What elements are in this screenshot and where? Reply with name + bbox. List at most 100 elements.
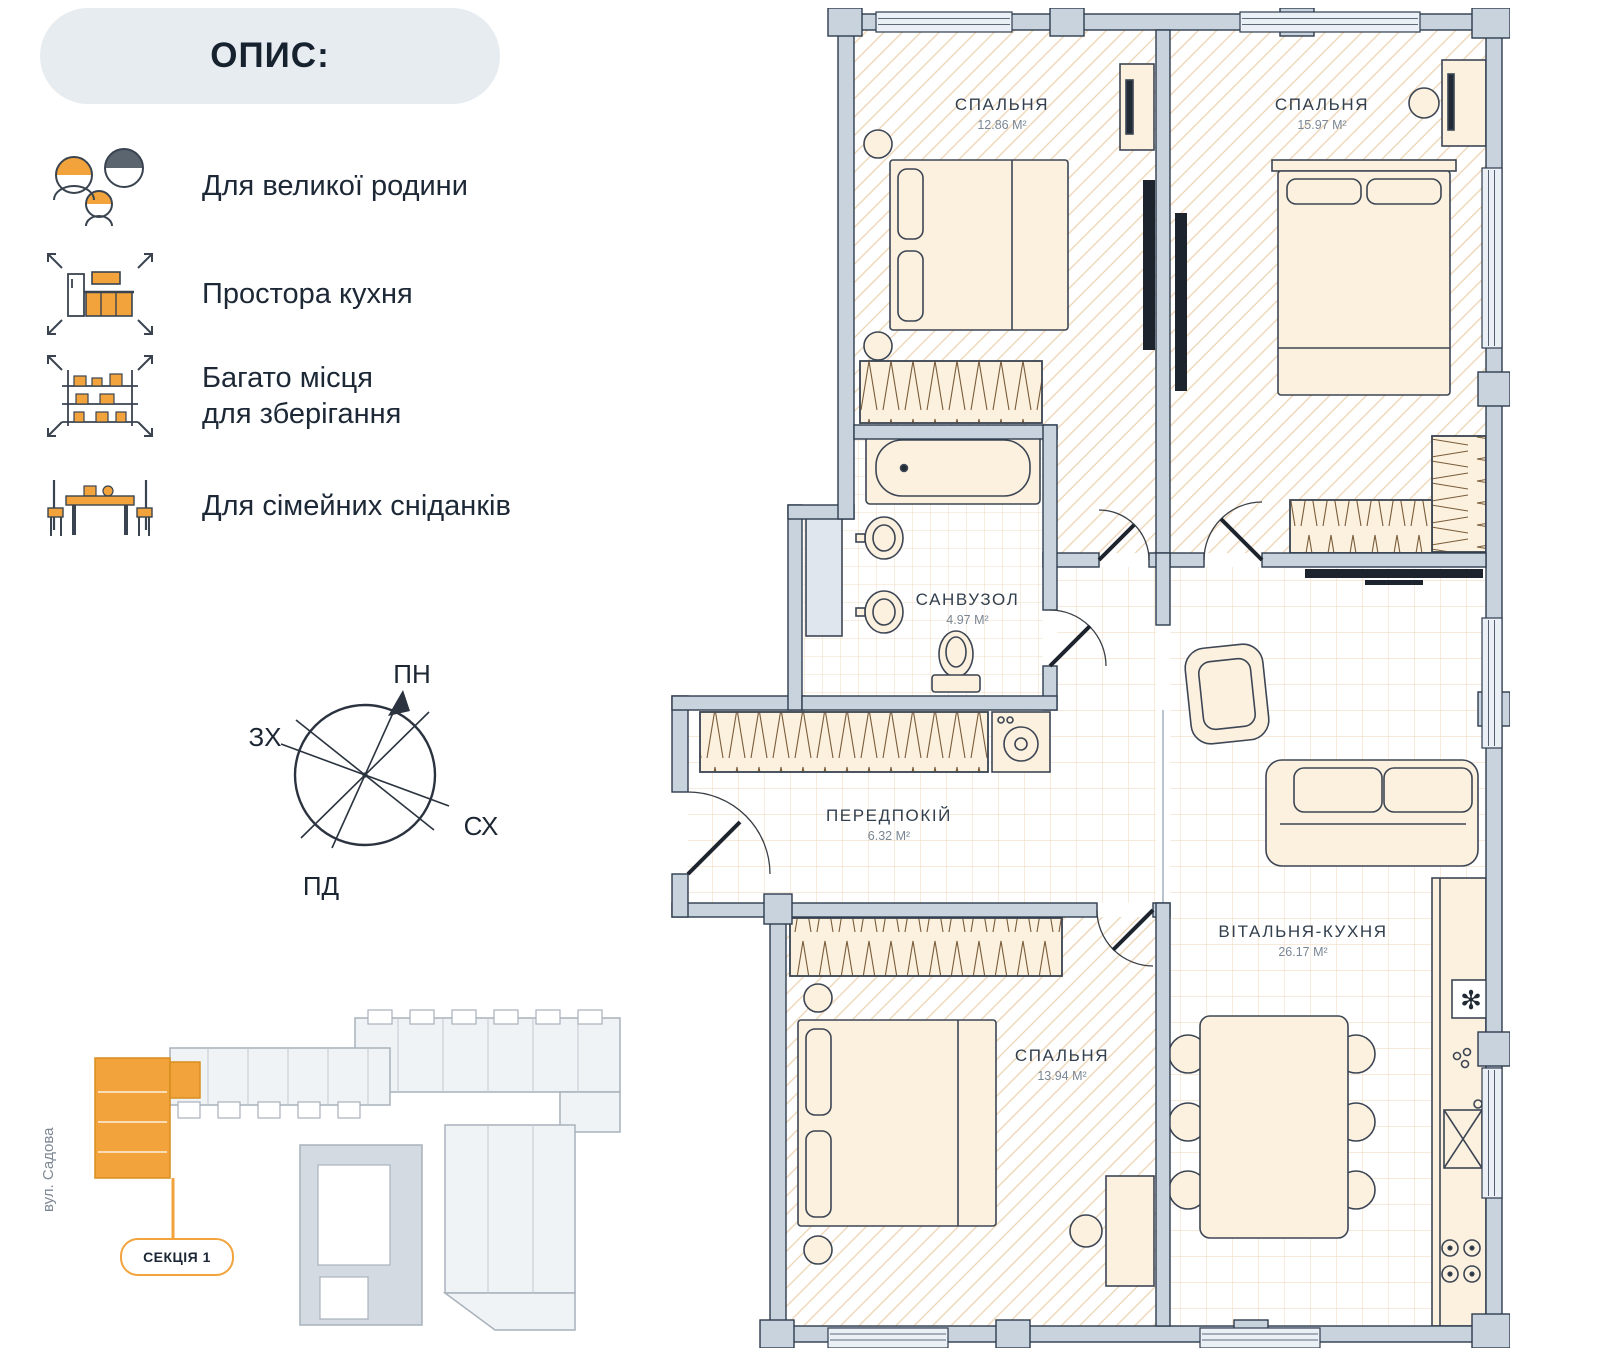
room-name: ВІТАЛЬНЯ-КУХНЯ bbox=[1218, 922, 1388, 941]
pillow bbox=[805, 1130, 832, 1218]
description-title: ОПИС: bbox=[210, 36, 330, 75]
furniture: ✻ bbox=[699, 59, 1491, 1327]
highlighted-section bbox=[94, 1057, 171, 1179]
washing-machine bbox=[991, 711, 1051, 773]
double-bed bbox=[1277, 170, 1451, 396]
compass-south-label: ПД bbox=[303, 871, 340, 900]
feature-storage: Багато місця для зберігання bbox=[40, 348, 401, 444]
tv-icon bbox=[1305, 569, 1483, 578]
sofa bbox=[1265, 759, 1479, 867]
room-label-living-kitchen: ВІТАЛЬНЯ-КУХНЯ 26.17 М² bbox=[1188, 922, 1418, 959]
desk bbox=[1105, 1175, 1155, 1287]
room-name: ПЕРЕДПОКІЙ bbox=[825, 806, 953, 825]
kitchen-icon bbox=[40, 246, 160, 342]
room-name: САНВУЗОЛ bbox=[915, 590, 1020, 609]
doors bbox=[686, 501, 1264, 967]
storage-icon bbox=[40, 348, 160, 444]
windows bbox=[827, 11, 1503, 1348]
room-area: 15.97 М² bbox=[1297, 118, 1347, 132]
sink bbox=[864, 516, 904, 560]
open-door-leaf bbox=[1143, 180, 1155, 350]
compass-west-label: ЗХ bbox=[248, 722, 281, 752]
compass-east-label: СХ bbox=[464, 811, 499, 841]
tv-icon bbox=[1125, 79, 1134, 135]
door-arc bbox=[1098, 509, 1150, 561]
stove bbox=[1441, 1239, 1481, 1283]
room-label-bedroom-1: СПАЛЬНЯ 12.86 М² bbox=[892, 95, 1112, 132]
compass-north-label: ПН bbox=[393, 659, 430, 689]
door-leaf bbox=[1048, 624, 1092, 668]
window bbox=[1199, 1327, 1321, 1348]
feature-label: Для великої родини bbox=[202, 169, 468, 202]
dresser bbox=[1119, 63, 1155, 151]
feature-label: Для сімейних сніданків bbox=[202, 489, 511, 522]
ventilation-icon: ✻ bbox=[1460, 985, 1482, 1015]
room-area: 4.97 М² bbox=[946, 613, 989, 627]
room-area: 6.32 М² bbox=[867, 829, 911, 843]
armchair bbox=[1184, 643, 1270, 745]
open-door-leaf bbox=[1175, 213, 1187, 391]
feature-label: Багато місця для зберігання bbox=[202, 361, 402, 430]
double-bed bbox=[889, 159, 1069, 331]
bedside-table bbox=[803, 983, 833, 1013]
window bbox=[875, 11, 1013, 33]
feature-family: Для великої родини bbox=[40, 138, 468, 234]
chair bbox=[1408, 87, 1440, 119]
compass-rose: ПН ЗХ СХ ПД bbox=[248, 659, 499, 900]
building-wing-middle bbox=[169, 1047, 391, 1106]
pillow bbox=[897, 250, 924, 322]
toilet-tank bbox=[931, 674, 981, 693]
tap bbox=[855, 533, 866, 543]
headboard bbox=[1271, 159, 1457, 172]
feature-breakfast: Для сімейних сніданків bbox=[40, 458, 511, 554]
shaft-panel bbox=[805, 509, 843, 637]
room-area: 26.17 М² bbox=[1278, 945, 1328, 959]
pillow bbox=[805, 1028, 832, 1116]
window bbox=[1481, 617, 1503, 749]
window bbox=[1481, 167, 1503, 349]
room-area: 12.86 М² bbox=[977, 118, 1027, 132]
north-arrow bbox=[388, 690, 410, 716]
tap bbox=[855, 607, 866, 617]
feature-label: Простора кухня bbox=[202, 277, 413, 310]
door-leaf bbox=[1097, 523, 1136, 562]
boiler-icon bbox=[1452, 1047, 1472, 1069]
site-plan bbox=[94, 1009, 621, 1331]
room-name: СПАЛЬНЯ bbox=[954, 95, 1050, 114]
room-name: СПАЛЬНЯ bbox=[1014, 1046, 1110, 1065]
door-arc bbox=[687, 791, 771, 875]
ventilation-box bbox=[1451, 979, 1491, 1019]
room-label-hallway: ПЕРЕДПОКІЙ 6.32 М² bbox=[799, 806, 979, 843]
pillow bbox=[1286, 178, 1362, 205]
building-block-right bbox=[444, 1124, 576, 1294]
window bbox=[827, 1327, 949, 1348]
pillow bbox=[1366, 178, 1442, 205]
family-icon bbox=[40, 138, 160, 234]
bathtub-basin bbox=[875, 439, 1031, 497]
room-area: 13.94 М² bbox=[1037, 1069, 1087, 1083]
pillow bbox=[897, 168, 924, 240]
section-badge: СЕКЦІЯ 1 bbox=[120, 1238, 234, 1276]
room-label-bedroom-3: СПАЛЬНЯ 13.94 М² bbox=[962, 1046, 1162, 1083]
window bbox=[1239, 11, 1421, 33]
door-leaves bbox=[1143, 180, 1483, 585]
room-label-bedroom-2: СПАЛЬНЯ 15.97 М² bbox=[1212, 95, 1432, 132]
apartment-floor-plan: ✻ bbox=[671, 8, 1510, 1348]
bedside-table bbox=[803, 1235, 833, 1265]
door-leaf bbox=[1111, 908, 1155, 952]
kitchen-counter bbox=[1431, 877, 1487, 1327]
chair bbox=[1069, 1214, 1103, 1248]
dining-table bbox=[1199, 1015, 1349, 1239]
window bbox=[1481, 1067, 1503, 1199]
description-title-pill: ОПИС: bbox=[40, 8, 500, 104]
feature-kitchen: Простора кухня bbox=[40, 246, 413, 342]
toilet bbox=[938, 630, 974, 678]
door-leaf bbox=[1219, 517, 1264, 562]
double-bed bbox=[797, 1019, 997, 1227]
street-label: вул. Садова bbox=[40, 1127, 57, 1212]
bathtub bbox=[865, 431, 1041, 505]
bedside-table bbox=[863, 129, 893, 159]
entrance-door-leaf bbox=[686, 820, 742, 876]
room-label-bathroom: САНВУЗОЛ 4.97 М² bbox=[880, 590, 1055, 627]
